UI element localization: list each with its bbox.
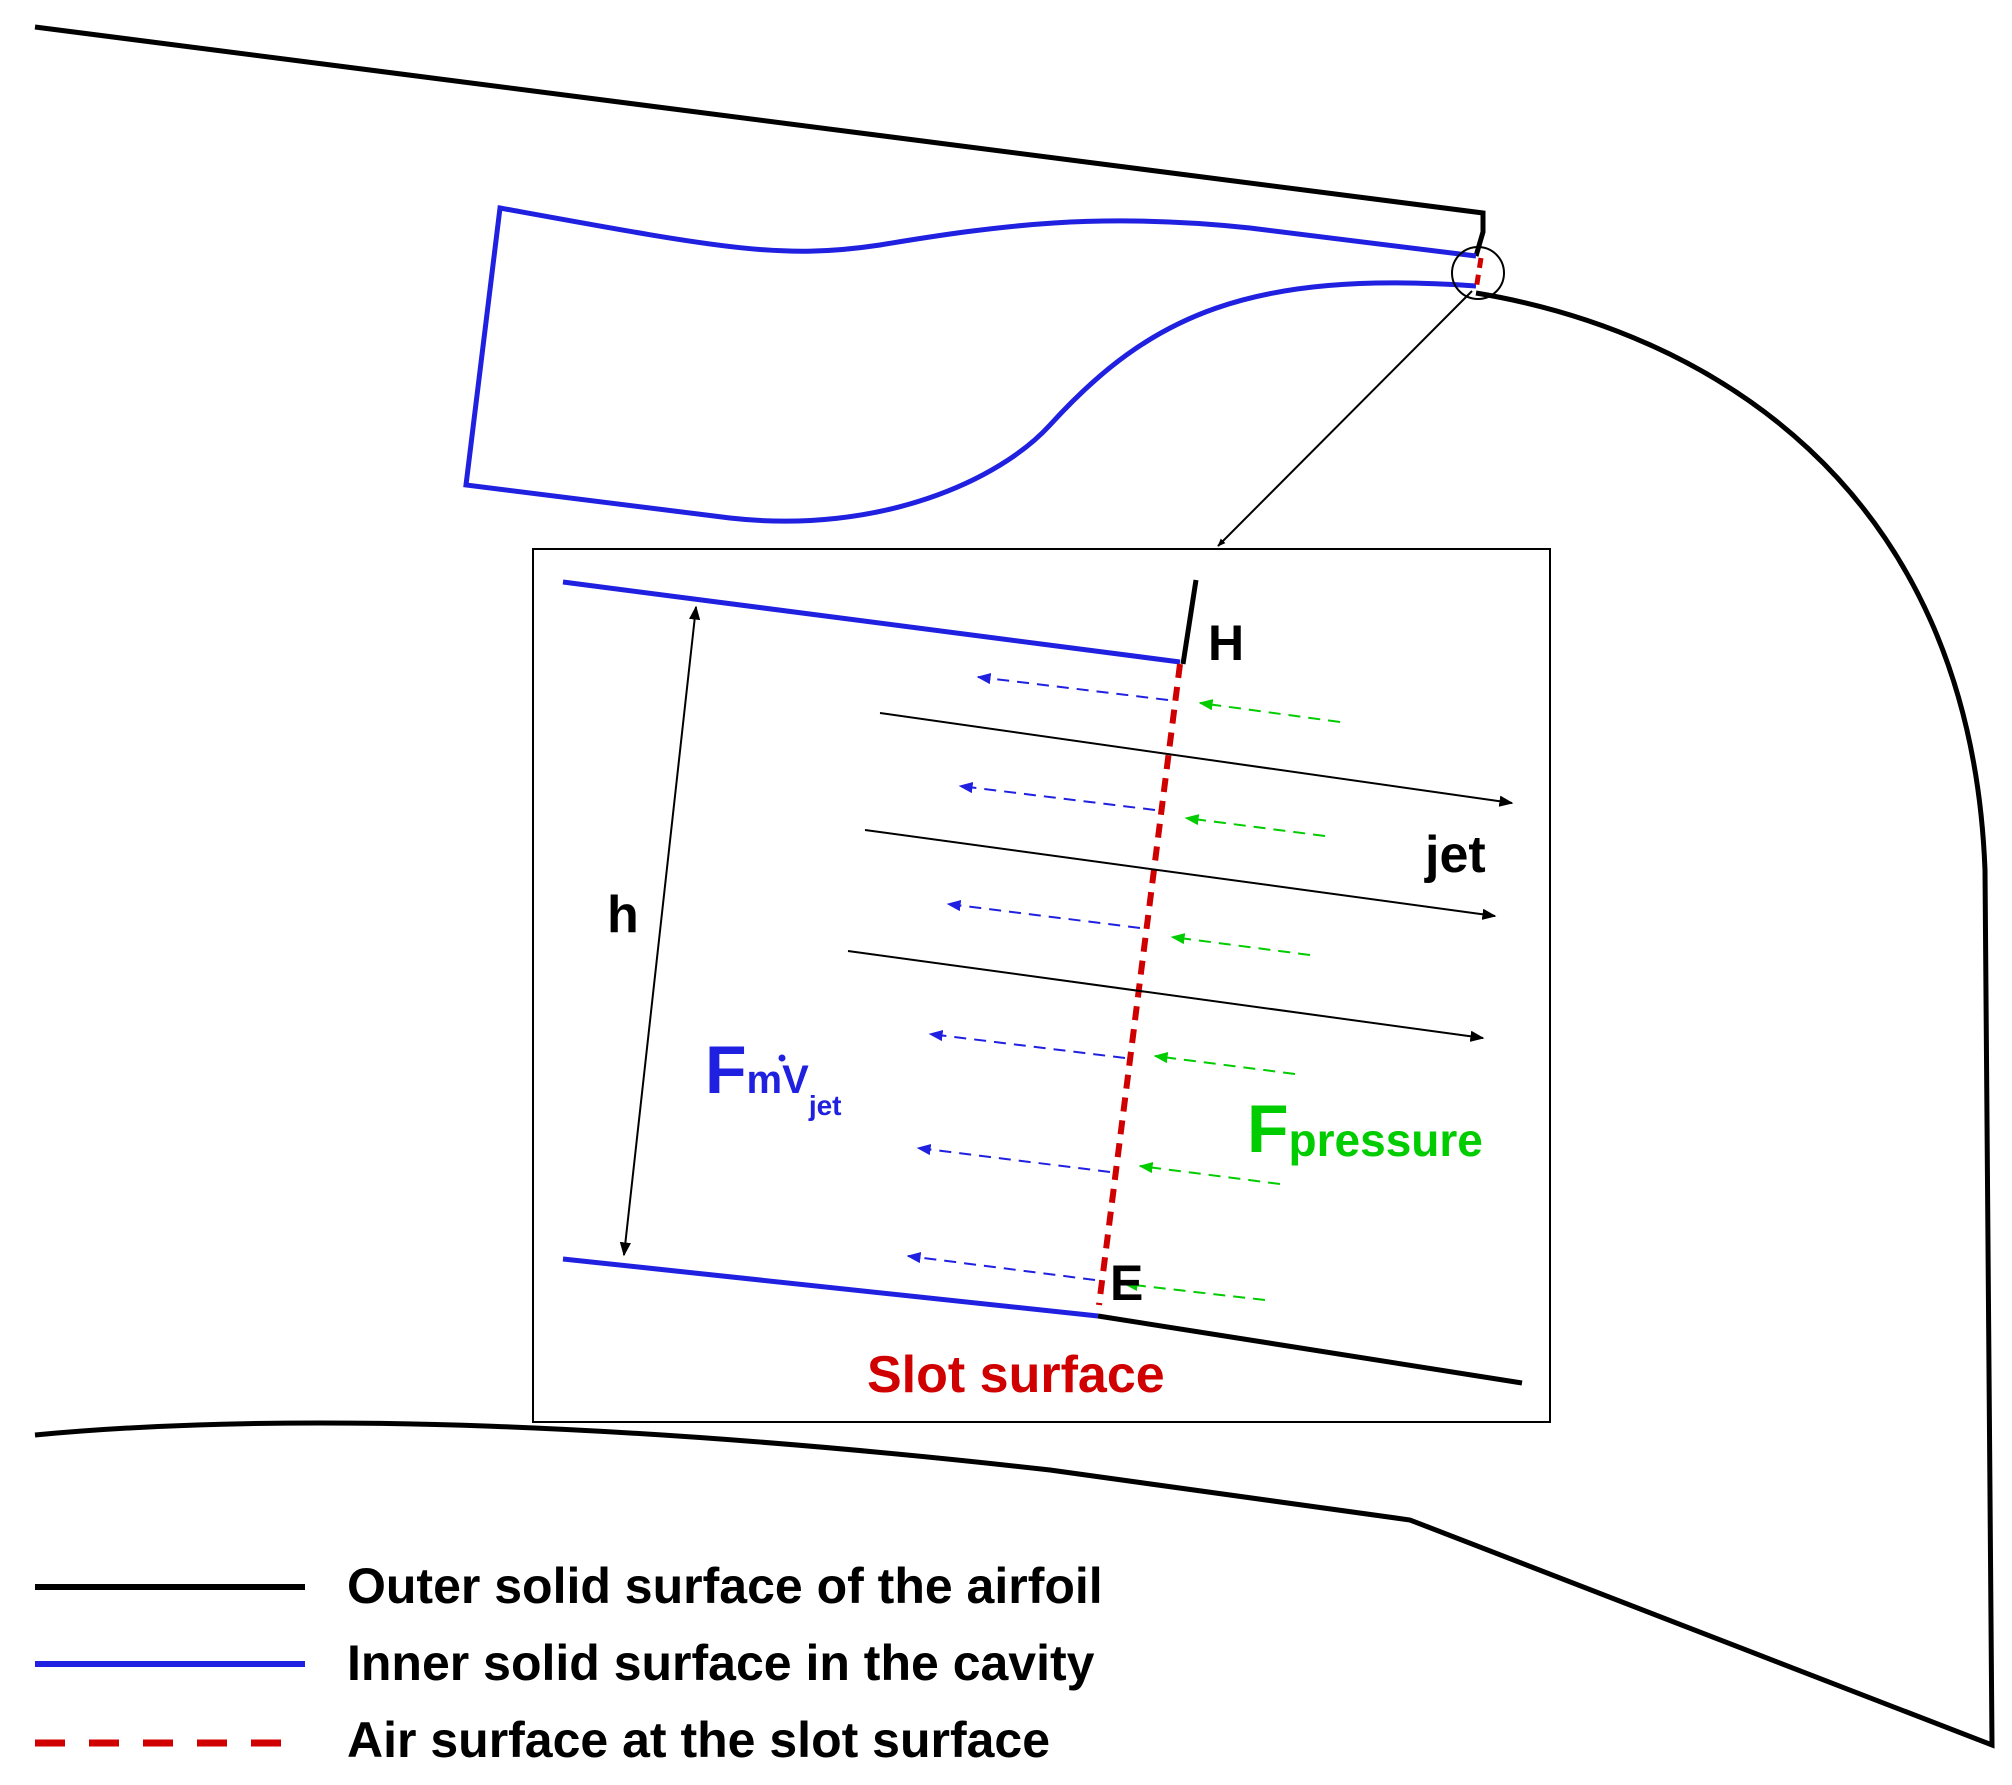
legend-label-outer: Outer solid surface of the airfoil xyxy=(347,1558,1103,1614)
legend: Outer solid surface of the airfoil Inner… xyxy=(35,1558,1103,1768)
momentum-force-arrow xyxy=(916,1144,1111,1173)
inset-slot-surface xyxy=(1096,663,1183,1306)
momentum-force-v: V xyxy=(782,1058,809,1102)
pressure-force-arrow xyxy=(1170,933,1311,956)
pressure-force-arrow xyxy=(1123,1279,1266,1301)
inset-lower-outer xyxy=(1097,1313,1523,1386)
inset-outer-lip xyxy=(1180,579,1199,665)
zoom-circle xyxy=(1451,246,1505,300)
pressure-force-sub: pressure xyxy=(1289,1114,1483,1166)
detail-inset-box xyxy=(532,548,1551,1423)
pressure-force-label: Fpressure xyxy=(1247,1091,1483,1167)
pressure-force-F: F xyxy=(1247,1091,1289,1167)
momentum-force-label: FmVjet xyxy=(705,1032,842,1121)
pressure-force-arrow xyxy=(1138,1162,1281,1185)
momentum-force-F: F xyxy=(705,1032,747,1108)
slot-surface-label: Slot surface xyxy=(867,1346,1165,1404)
momentum-force-arrow xyxy=(928,1029,1126,1059)
slot-marker xyxy=(1473,257,1484,291)
slot-height-label: h xyxy=(607,886,639,944)
mdot-dot xyxy=(778,1054,786,1062)
momentum-force-arrow xyxy=(958,781,1156,811)
pressure-force-arrow xyxy=(1153,1052,1296,1075)
pressure-force-arrow xyxy=(1198,699,1341,723)
jet-label: jet xyxy=(1424,826,1486,884)
inset-lower-wall xyxy=(562,1256,1099,1319)
point-h-label: H xyxy=(1208,615,1244,671)
legend-label-slot: Air surface at the slot surface xyxy=(347,1712,1050,1768)
pressure-force-arrow xyxy=(1184,814,1326,837)
point-e-label: E xyxy=(1110,1255,1143,1311)
momentum-force-sub: jet xyxy=(808,1090,842,1121)
cavity-inner-surface xyxy=(463,205,1477,524)
airfoil-upper-surface xyxy=(34,24,1486,257)
airfoil-flap-surface xyxy=(34,290,1995,1749)
jet-streamline xyxy=(879,712,1514,807)
momentum-force-arrow xyxy=(976,672,1169,701)
zoom-pointer-arrow xyxy=(1217,290,1473,547)
momentum-force-arrow xyxy=(946,900,1141,929)
jet-streamline xyxy=(864,829,1497,920)
legend-label-inner: Inner solid surface in the cavity xyxy=(347,1635,1095,1691)
jet-streamline xyxy=(847,950,1485,1042)
momentum-force-arrow xyxy=(906,1252,1096,1281)
height-dimension-arrow xyxy=(619,605,701,1257)
momentum-force-m: m xyxy=(747,1058,783,1102)
inset-upper-wall xyxy=(562,579,1181,665)
